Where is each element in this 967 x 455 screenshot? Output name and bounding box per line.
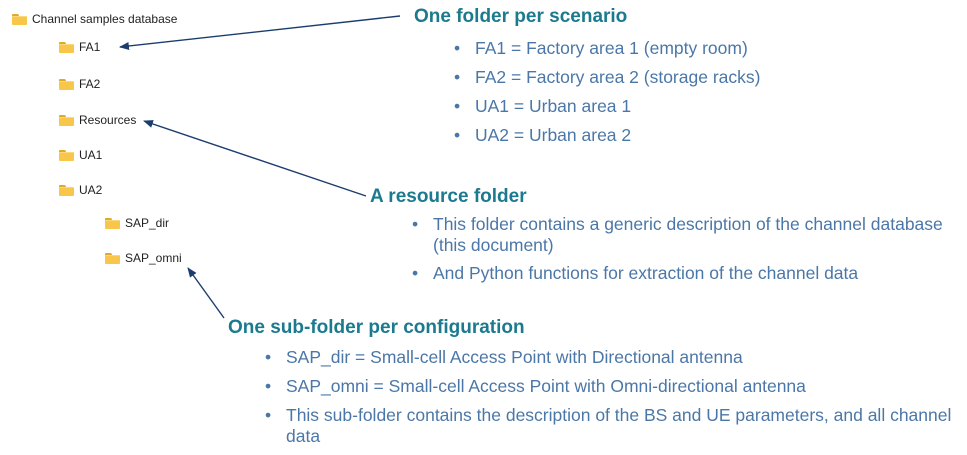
bullet-icon: •	[454, 125, 461, 145]
tree-folder-resources[interactable]: Resources	[59, 113, 136, 127]
folder-icon	[105, 252, 120, 264]
tree-subfolder-label: SAP_dir	[125, 216, 170, 230]
bullet-icon: •	[412, 214, 419, 234]
folder-icon	[59, 78, 74, 90]
tree-root-label: Channel samples database	[32, 12, 178, 26]
bullet-icon: •	[412, 263, 419, 283]
tree-folder-fa2[interactable]: FA2	[59, 77, 100, 91]
bullet-item: • FA1 = Factory area 1 (empty room)	[454, 38, 748, 58]
bullet-icon: •	[454, 67, 461, 87]
arrow-to-sap-omni	[187, 267, 225, 319]
arrow-to-resources	[143, 120, 367, 197]
tree-root[interactable]: Channel samples database	[12, 12, 177, 26]
bullet-item: • This sub-folder contains the descripti…	[265, 405, 952, 446]
tree-folder-fa1[interactable]: FA1	[59, 40, 100, 54]
folder-icon	[59, 41, 74, 53]
heading-configuration: One sub-folder per configuration	[228, 317, 525, 338]
bullet-item: • FA2 = Factory area 2 (storage racks)	[454, 67, 761, 87]
bullet-item: • This folder contains a generic descrip…	[412, 214, 943, 255]
bullet-item: • SAP_omni = Small-cell Access Point wit…	[265, 376, 806, 396]
bullet-icon: •	[454, 38, 461, 58]
tree-subfolder-label: SAP_omni	[125, 251, 182, 265]
tree-folder-ua2[interactable]: UA2	[59, 183, 102, 197]
bullet-icon: •	[265, 376, 272, 396]
tree-folder-label: UA2	[79, 183, 103, 197]
folder-icon	[105, 217, 120, 229]
folder-icon	[59, 114, 74, 126]
tree-folder-label: FA2	[79, 77, 101, 91]
folder-icon	[12, 13, 27, 25]
folder-icon	[59, 149, 74, 161]
tree-subfolder-sap-dir[interactable]: SAP_dir	[105, 216, 169, 230]
bullet-item: • And Python functions for extraction of…	[412, 263, 859, 283]
bullet-icon: •	[265, 347, 272, 367]
tree-folder-label: Resources	[79, 113, 137, 127]
tree-subfolder-sap-omni[interactable]: SAP_omni	[105, 251, 182, 265]
tree-folder-label: FA1	[79, 40, 101, 54]
tree-folder-label: UA1	[79, 148, 103, 162]
bullet-item: • UA1 = Urban area 1	[454, 96, 632, 116]
tree-folder-ua1[interactable]: UA1	[59, 148, 102, 162]
folder-icon	[59, 184, 74, 196]
bullet-item: • SAP_dir = Small-cell Access Point with…	[265, 347, 743, 367]
bullet-item: • UA2 = Urban area 2	[454, 125, 632, 145]
arrow-to-fa1	[119, 15, 401, 50]
heading-resource: A resource folder	[370, 186, 527, 207]
bullet-icon: •	[454, 96, 461, 116]
heading-scenario: One folder per scenario	[414, 6, 628, 27]
bullet-icon: •	[265, 405, 272, 425]
